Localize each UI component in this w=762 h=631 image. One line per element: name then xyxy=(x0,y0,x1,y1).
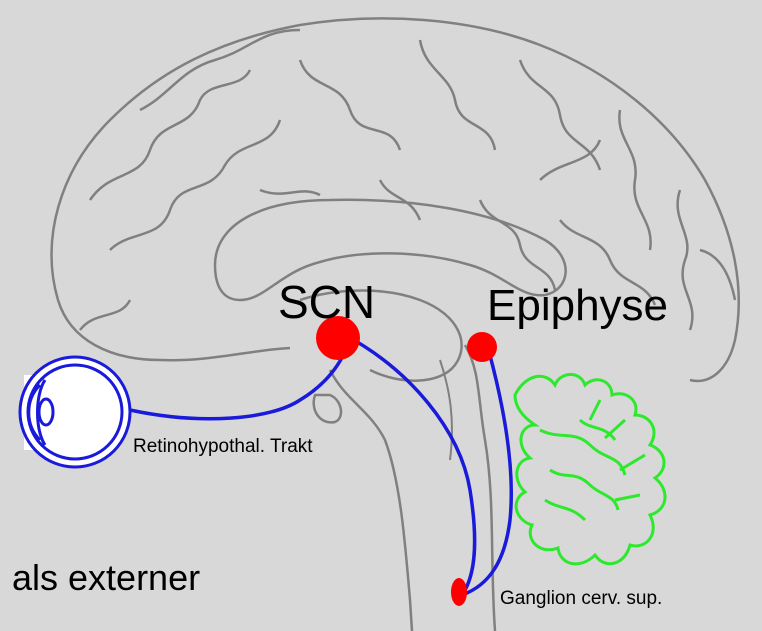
retino-tract-label: Retinohypothal. Trakt xyxy=(133,436,313,457)
epiphyse-label: Epiphyse xyxy=(487,281,668,330)
scn-label: SCN xyxy=(278,276,375,328)
ganglion-label: Ganglion cerv. sup. xyxy=(500,588,662,609)
eye-icon xyxy=(20,357,130,467)
epiphyse-nucleus xyxy=(467,332,497,362)
partial-caption: als externer xyxy=(12,557,200,598)
ganglion-nucleus xyxy=(451,578,467,606)
